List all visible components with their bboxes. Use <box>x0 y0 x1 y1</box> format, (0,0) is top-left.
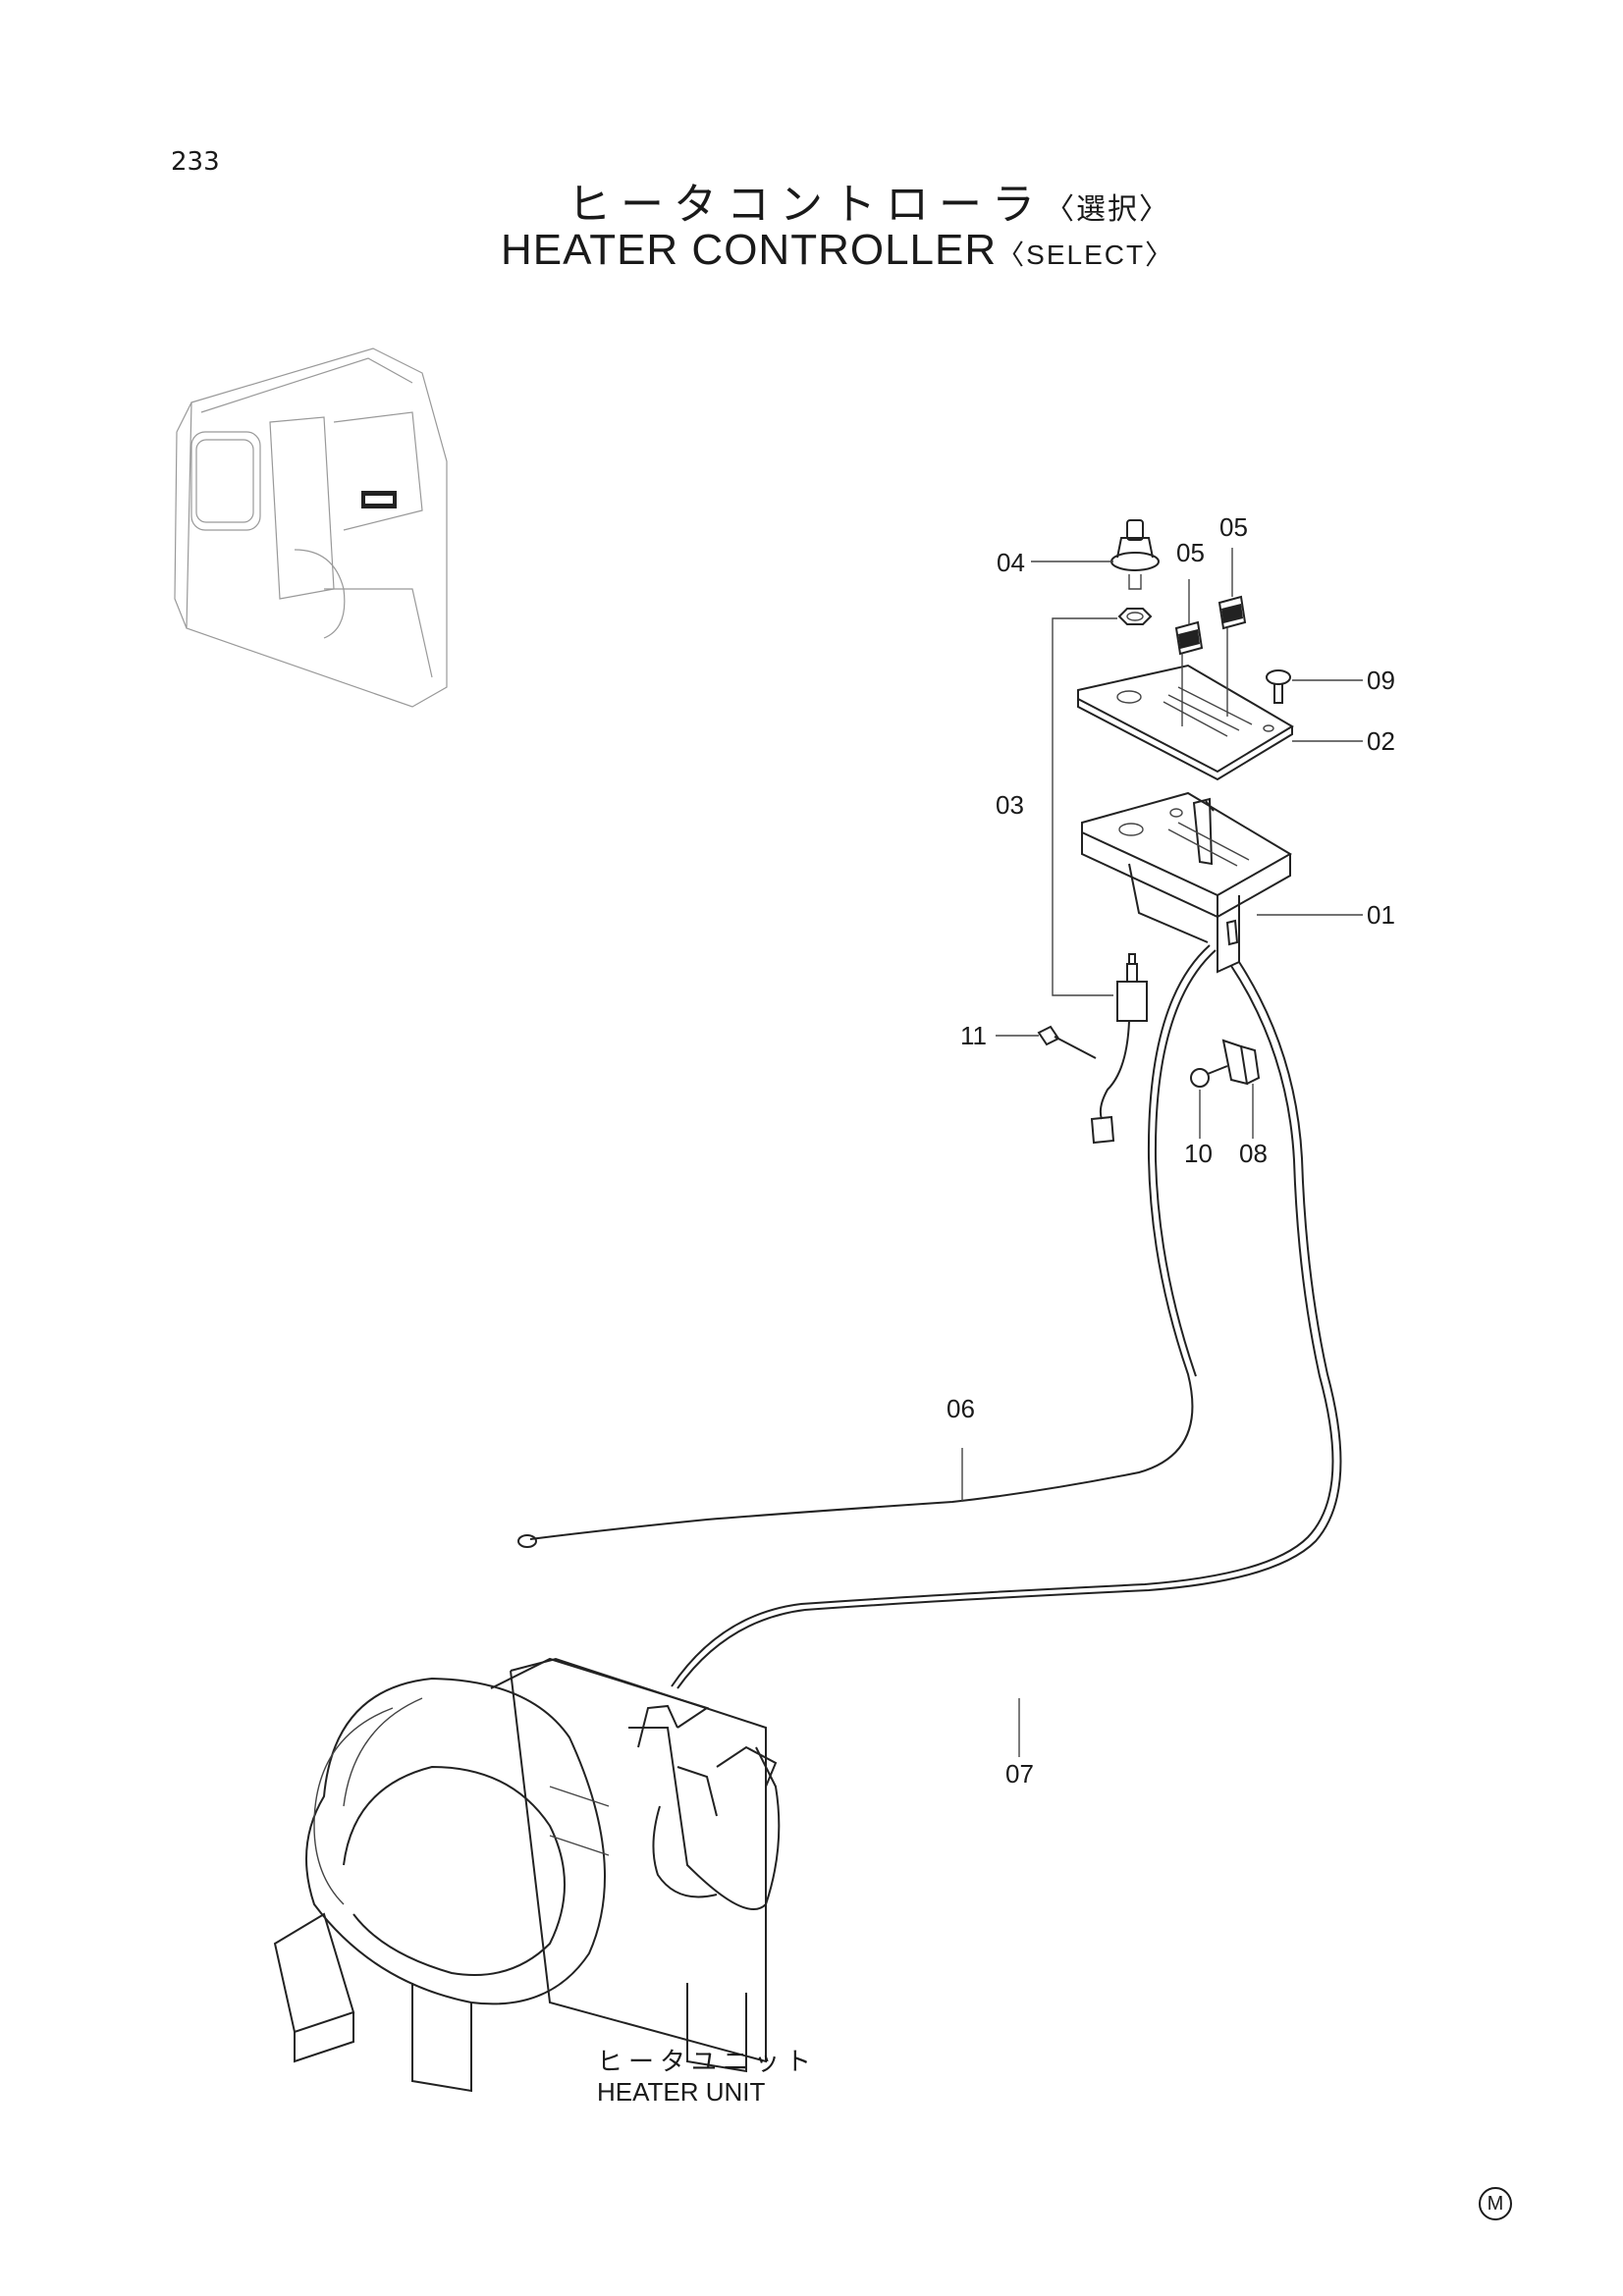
heater-unit-drawing <box>273 1657 781 2093</box>
control-cable-part-06 <box>529 944 1211 1540</box>
title-japanese: ヒータコントローラ〈選択〉 <box>568 169 1170 232</box>
cable-tie-part-11 <box>1037 1025 1097 1059</box>
clip-part-08 <box>1221 1039 1261 1086</box>
callout-05-right: 05 <box>1219 512 1248 542</box>
callout-11: 11 <box>960 1021 987 1050</box>
heater-unit-label-english: HEATER UNIT <box>597 2077 766 2107</box>
title-english-qualifier: 〈SELECT〉 <box>997 240 1175 270</box>
callout-01: 01 <box>1367 900 1395 930</box>
callout-07: 07 <box>1005 1759 1034 1789</box>
control-cable-part-07 <box>676 961 1342 1689</box>
screw-part-09 <box>1266 669 1291 704</box>
callout-10: 10 <box>1184 1139 1213 1168</box>
switch-part-03 <box>1090 953 1148 1145</box>
callout-05-left: 05 <box>1176 538 1205 567</box>
title-english-main: HEATER CONTROLLER <box>501 226 998 274</box>
knob-cap-part-05-left <box>1174 620 1204 656</box>
callout-09: 09 <box>1367 666 1395 695</box>
nut-part-04-washer <box>1117 608 1153 625</box>
cover-plate-part-02 <box>1077 664 1294 781</box>
cab-overview-sketch <box>174 347 448 708</box>
title-japanese-main: ヒータコントローラ <box>568 180 1045 230</box>
circled-m-mark: M <box>1479 2187 1512 2220</box>
cable-06-end <box>517 1534 537 1548</box>
callout-06: 06 <box>947 1394 975 1423</box>
screw-part-10 <box>1190 1065 1228 1088</box>
leader-lines <box>961 548 1363 1757</box>
knob-cap-part-05-right <box>1217 595 1247 630</box>
page-number: 233 <box>171 147 220 177</box>
title-english: HEATER CONTROLLER〈SELECT〉 <box>501 226 1174 275</box>
leader-05-down <box>1181 628 1228 726</box>
title-japanese-qualifier: 〈選択〉 <box>1045 192 1170 227</box>
callout-03: 03 <box>996 790 1024 820</box>
leader-03 <box>1052 617 1117 996</box>
callout-04: 04 <box>997 548 1025 577</box>
bracket-part-01 <box>1081 791 1292 974</box>
knob-part-04 <box>1110 519 1160 590</box>
callout-08: 08 <box>1239 1139 1268 1168</box>
heater-unit-label-japanese: ヒータユニット <box>597 2048 818 2077</box>
callout-02: 02 <box>1367 726 1395 756</box>
